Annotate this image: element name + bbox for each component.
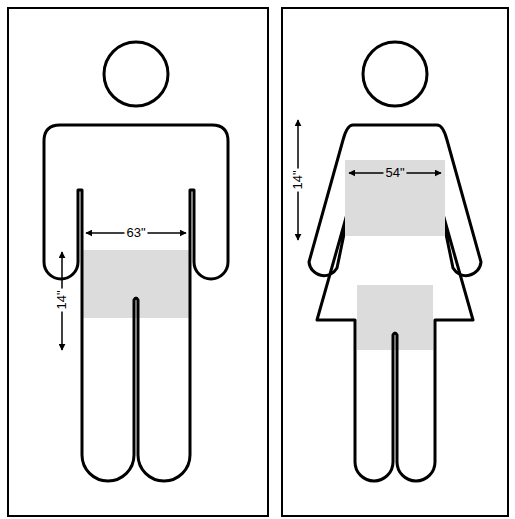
panel-frame	[8, 8, 268, 516]
shaded-area: 54"	[345, 160, 445, 236]
shaded-area	[357, 285, 433, 350]
figure-head	[104, 42, 168, 106]
shaded-area	[82, 250, 190, 318]
figure-head	[363, 42, 427, 106]
male-figure	[44, 125, 228, 481]
dimension-label: 14"	[291, 168, 305, 191]
dimension-label: 14"	[55, 288, 69, 311]
panel-frame	[282, 8, 508, 516]
dimension-label: 54"	[383, 166, 406, 180]
dimension-label: 63"	[124, 226, 147, 240]
female-figure	[309, 125, 481, 481]
